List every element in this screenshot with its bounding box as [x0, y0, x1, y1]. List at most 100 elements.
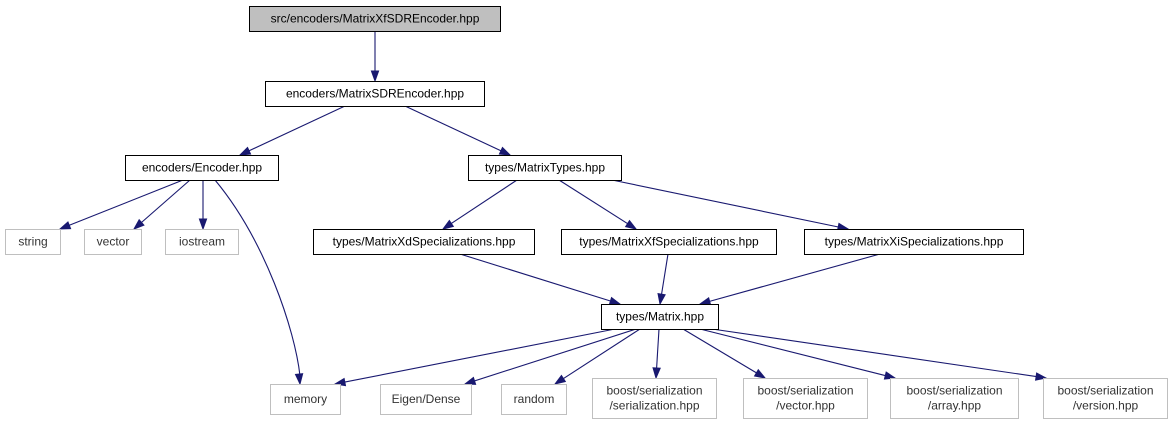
edge-msdr-to-mtypes: [404, 105, 512, 156]
node-eigen[interactable]: Eigen/Dense: [380, 384, 472, 415]
node-enc-label: encoders/Encoder.hpp: [142, 161, 262, 175]
node-xf[interactable]: types/MatrixXfSpecializations.hpp: [561, 229, 777, 255]
edge-msdr-to-mtypes-line: [404, 105, 503, 153]
node-root-label: src/encoders/MatrixXfSDREncoder.hpp: [271, 12, 480, 26]
edge-mtypes-to-xd: [441, 179, 518, 230]
node-string-box: [5, 229, 61, 255]
edge-enc-to-iostream-arrowhead: [198, 218, 208, 231]
edge-enc-to-iostream: [198, 180, 208, 231]
node-memory-label: memory: [284, 392, 327, 406]
node-vector[interactable]: vector: [84, 229, 142, 255]
edge-root-to-msdr: [370, 31, 380, 83]
edge-enc-to-memory-arrowhead: [294, 373, 304, 386]
node-eigen-box: [380, 384, 472, 415]
edge-enc-to-string: [58, 179, 184, 230]
edge-mtypes-to-xf: [558, 179, 638, 230]
node-matrix-label: types/Matrix.hpp: [616, 310, 704, 324]
node-barr[interactable]: boost/serialization/array.hpp: [890, 378, 1019, 419]
edge-matrix-to-random-arrowhead: [553, 374, 567, 385]
node-root-box: [249, 6, 501, 32]
node-bvec-label-2: /vector.hpp: [776, 399, 835, 413]
node-bver-label-2: /version.hpp: [1073, 399, 1139, 413]
node-enc-box: [125, 155, 279, 181]
node-random[interactable]: random: [501, 384, 567, 415]
edge-xi-to-matrix: [698, 253, 881, 306]
node-string-label: string: [18, 235, 47, 249]
edge-xf-to-matrix-arrowhead: [657, 292, 666, 306]
node-vector-box: [84, 229, 142, 255]
edge-matrix-to-bvec-line: [682, 328, 759, 375]
node-matrix-box: [601, 304, 719, 330]
node-barr-label-2: /array.hpp: [928, 399, 981, 413]
node-matrix[interactable]: types/Matrix.hpp: [601, 304, 719, 330]
edge-mtypes-to-xd-line: [449, 179, 518, 226]
node-msdr-box: [265, 81, 485, 107]
edge-xi-to-matrix-arrowhead: [698, 297, 712, 306]
edge-mtypes-to-xf-arrowhead: [624, 219, 638, 230]
edge-enc-to-vector: [132, 179, 191, 230]
edge-matrix-to-barr-line: [699, 328, 888, 377]
edge-matrix-to-eigen-arrowhead: [463, 376, 477, 385]
node-bvec-box: [743, 378, 868, 419]
edge-msdr-to-mtypes-arrowhead: [498, 146, 512, 156]
edge-msdr-to-enc-arrowhead: [238, 146, 252, 156]
edge-xi-to-matrix-line: [707, 253, 881, 303]
node-bver-label-1: boost/serialization: [1057, 384, 1153, 398]
node-xd-box: [313, 229, 535, 255]
edge-matrix-to-bser: [652, 328, 661, 380]
edge-matrix-to-random-line: [561, 328, 641, 381]
node-bser-box: [592, 378, 717, 419]
edge-matrix-to-eigen-line: [472, 328, 637, 383]
edge-matrix-to-eigen: [463, 328, 637, 385]
edge-xd-to-matrix-arrowhead: [608, 296, 622, 305]
node-xi-label: types/MatrixXiSpecializations.hpp: [825, 235, 1004, 249]
node-mtypes-label: types/MatrixTypes.hpp: [485, 161, 605, 175]
edge-matrix-to-bver-line: [711, 328, 1039, 378]
node-memory-box: [270, 384, 341, 415]
node-msdr[interactable]: encoders/MatrixSDREncoder.hpp: [265, 81, 485, 107]
edge-enc-to-string-arrowhead: [58, 221, 72, 230]
edge-mtypes-to-xi: [611, 179, 850, 232]
node-eigen-label: Eigen/Dense: [392, 392, 461, 406]
edge-msdr-to-enc: [238, 105, 346, 156]
edge-mtypes-to-xi-line: [611, 179, 841, 228]
node-mtypes[interactable]: types/MatrixTypes.hpp: [468, 155, 622, 181]
node-vector-label: vector: [97, 235, 130, 249]
node-xd[interactable]: types/MatrixXdSpecializations.hpp: [313, 229, 535, 255]
edge-enc-to-memory-line: [214, 179, 301, 377]
node-bser-label-1: boost/serialization: [606, 384, 702, 398]
edge-matrix-to-bvec-arrowhead: [753, 368, 767, 379]
node-xi[interactable]: types/MatrixXiSpecializations.hpp: [804, 229, 1024, 255]
node-bver-box: [1043, 378, 1168, 419]
node-msdr-label: encoders/MatrixSDREncoder.hpp: [286, 87, 464, 101]
edge-matrix-to-bvec: [682, 328, 767, 379]
edge-matrix-to-bser-arrowhead: [652, 367, 661, 380]
edge-matrix-to-bver: [711, 328, 1048, 381]
node-bvec-label-1: boost/serialization: [757, 384, 853, 398]
edge-enc-to-vector-arrowhead: [132, 218, 145, 230]
node-memory[interactable]: memory: [270, 384, 341, 415]
edge-msdr-to-enc-line: [247, 105, 346, 153]
edge-matrix-to-barr: [699, 328, 897, 380]
node-enc[interactable]: encoders/Encoder.hpp: [125, 155, 279, 181]
edge-xd-to-matrix: [459, 253, 622, 305]
edge-xd-to-matrix-line: [459, 253, 613, 303]
node-bvec[interactable]: boost/serialization/vector.hpp: [743, 378, 868, 419]
edge-mtypes-to-xf-line: [558, 179, 630, 226]
node-iostream[interactable]: iostream: [165, 229, 239, 255]
node-root[interactable]: src/encoders/MatrixXfSDREncoder.hpp: [249, 6, 501, 32]
node-xi-box: [804, 229, 1024, 255]
edge-matrix-to-barr-arrowhead: [883, 371, 897, 380]
node-xd-label: types/MatrixXdSpecializations.hpp: [333, 235, 516, 249]
node-xf-box: [561, 229, 777, 255]
node-bver[interactable]: boost/serialization/version.hpp: [1043, 378, 1168, 419]
edge-xf-to-matrix-line: [660, 253, 669, 297]
node-bser[interactable]: boost/serialization/serialization.hpp: [592, 378, 717, 419]
graph-nodes: src/encoders/MatrixXfSDREncoder.hpp encod…: [5, 6, 1168, 419]
edge-enc-to-vector-line: [139, 179, 191, 225]
node-barr-label-1: boost/serialization: [906, 384, 1002, 398]
node-xf-label: types/MatrixXfSpecializations.hpp: [579, 235, 759, 249]
node-iostream-box: [165, 229, 239, 255]
node-string[interactable]: string: [5, 229, 61, 255]
